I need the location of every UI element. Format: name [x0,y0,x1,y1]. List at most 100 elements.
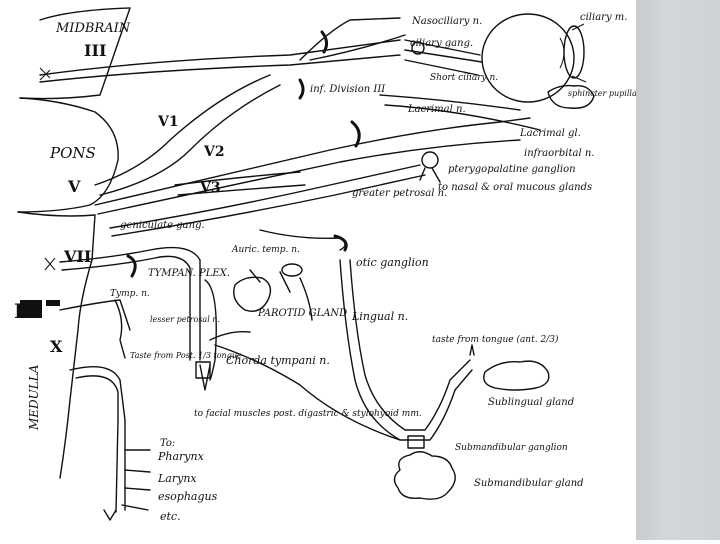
cn10-path-b [75,375,119,513]
chorda-path [204,279,217,381]
midbrain-outline [19,7,131,100]
esophagus-label: esophagus [158,490,218,503]
greater-petrosal-path [109,164,421,229]
greater-petrosal-label: greater petrosal n. [352,188,447,199]
facial-muscles-label: to facial muscles post. digastric & styl… [194,409,422,419]
cn9-block-b [46,300,60,306]
trigeminal-nerve [94,74,541,252]
cn9-block [20,300,42,318]
inf-division-loop [298,78,305,100]
lesser-petrosal-label: lesser petrosal n. [150,315,220,324]
facial-box [195,361,211,379]
pterygopalatine-label: pterygopalatine ganglion [448,164,576,175]
pterygopalatine-ganglion [421,151,439,169]
lingual-label: Lingual n. [351,310,408,323]
cn10-path [69,366,126,511]
eyeball [481,13,575,103]
geniculate-label: geniculate gang. [120,220,205,231]
cn5-label: V [67,177,81,196]
submand-gland-label: Submandibular gland [474,478,584,489]
cn3-origin-mark [39,67,51,81]
slide-sidebar [636,0,720,540]
cn5-2-label: V2 [203,144,225,160]
inf-division-label: inf. Division III [310,84,386,95]
stem-markers [20,67,60,318]
brainstem-outline [17,7,131,479]
submandibular-gland-shape [393,451,456,500]
tymp-plex-label: TYMPAN. PLEX. [148,268,230,279]
cn9-label: IX [14,299,39,323]
lacrimal-n-label: Lacrimal n. [407,104,466,115]
oculomotor-nerve [39,17,483,100]
nasociliary-label: Nasociliary n. [411,16,482,27]
nasal-glands-label: to nasal & oral mucous glands [438,182,592,193]
submandibular-ganglion [407,435,425,449]
chorda-label: Chorda tympani n. [226,354,330,367]
diagram-canvas: MIDBRAIN PONS MEDULLA III V V1 V2 V3 VII… [14,7,655,523]
larynx-label: Larynx [157,472,197,485]
pons-label: PONS [49,144,96,162]
pons-outline [17,97,119,213]
lingual-nerve [339,259,473,441]
pharynx-label: Pharynx [157,450,205,463]
lingual-region [214,259,550,500]
chorda-branch [209,330,251,341]
parotid-gland-shape [233,276,272,312]
lacrimal-branch [379,94,541,131]
lacrimal-gl-label: Lacrimal gl. [519,128,581,139]
otic-loop [333,234,348,252]
facial-arrow [199,364,211,391]
glossopharyngeal-vagus [59,299,151,521]
greater-petrosal-path-b [111,174,426,237]
cn3-upper [39,39,401,76]
ciliary-muscle-lines [571,23,587,83]
cn7-origin-mark [44,257,56,271]
cn10-label: X [50,337,63,356]
cn5-3 [174,171,306,196]
cn5-1b [99,84,281,196]
cn5-1-label: V1 [157,114,179,130]
parotid-label: PAROTID GLAND [257,308,347,319]
cn7-loop [126,254,137,278]
cn5-3-label: V3 [199,180,221,196]
otic-ganglion-shape [281,263,303,277]
cn5-2b [97,139,521,215]
vagus-arrow [103,509,117,521]
infraorbital-label: infraorbital n. [524,148,594,159]
auric-temp-label: Auric. temp. n. [231,245,300,255]
pterygopalatine-region [109,84,595,237]
etc-label: etc. [160,510,181,523]
parotid-branches [249,269,313,321]
pterygo-branches [419,167,441,183]
facial-nerve [59,246,251,391]
medulla-outline [17,211,96,479]
ciliary-ganglion-node [411,41,425,55]
taste-arrow [469,344,475,356]
taste-post-label: Taste from Post. 1/3 tongue [130,351,242,360]
cn9-path [59,299,131,331]
tymp-n-label: Tymp. n. [110,289,150,299]
cn7-label: VII [63,247,91,266]
cranial-nerve-diagram: MIDBRAIN PONS MEDULLA III V V1 V2 V3 VII… [14,7,654,523]
vagus-branches [121,449,151,511]
sphincter-label: sphincter pupillae m. [568,89,636,98]
parotid-region [233,263,313,321]
cn7-main-b [61,255,191,361]
submand-gang-label: Submandibular ganglion [455,443,568,453]
short-ciliary-label: Short ciliary n. [430,73,498,83]
cn5-2 [94,117,531,206]
sublingual-gland-shape [483,360,550,391]
eye [481,13,587,103]
cn7-main [59,246,201,361]
cn3-loop [320,30,329,54]
cn9-branch [114,299,126,359]
ciliary-gang-label: ciliary gang. [410,38,473,49]
ciliary-m-label: ciliary m. [580,12,627,23]
cn5-1 [94,74,271,186]
chorda-to-lingual [214,344,401,441]
cn3-branches [299,17,406,61]
midbrain-label: MIDBRAIN [55,21,131,36]
to-label: To: [160,438,175,449]
lingual-nerve-b [349,259,471,431]
otic-label: otic ganglion [356,256,429,269]
